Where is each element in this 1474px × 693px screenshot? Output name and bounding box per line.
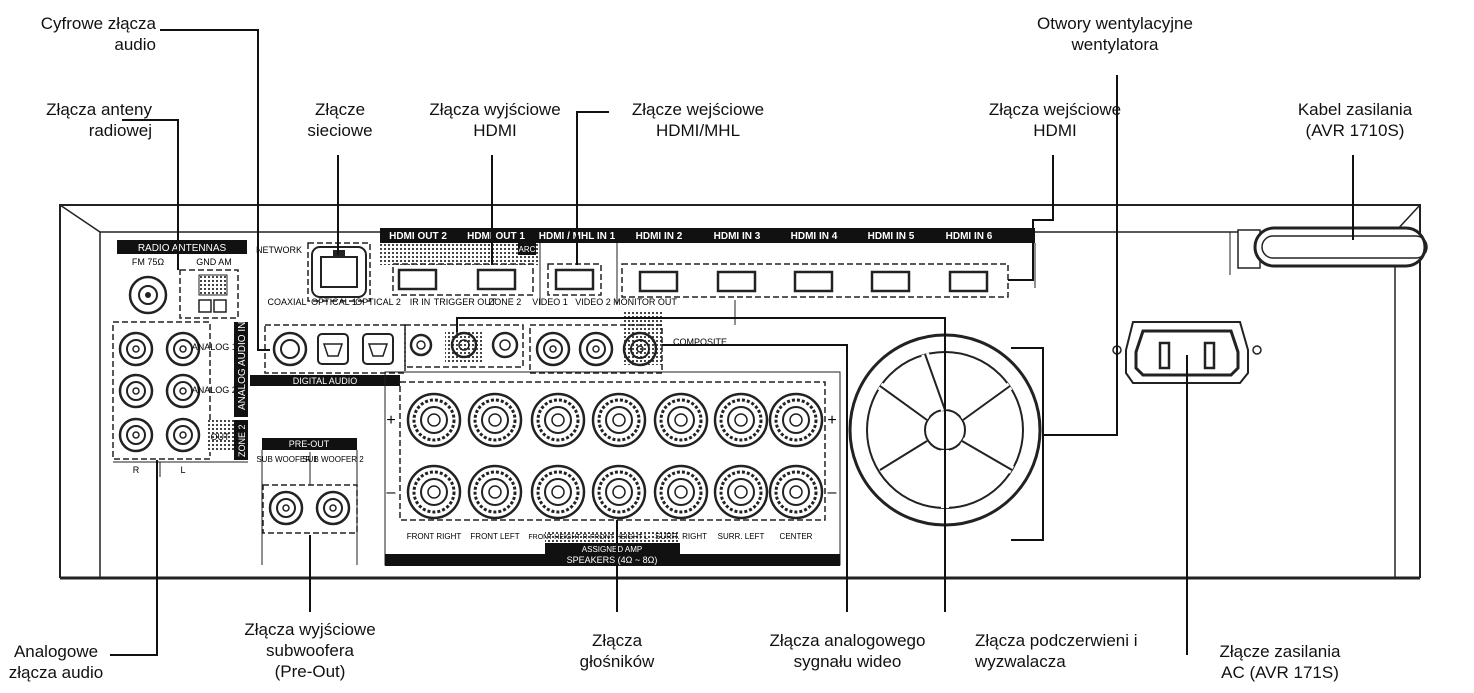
hdmi-in3-label: HDMI IN 3	[714, 231, 761, 242]
optical2-label: OPTICAL 2	[355, 297, 401, 307]
leader-lines	[110, 29, 1354, 656]
zone2-label: ZONE 2	[489, 297, 522, 307]
composite-label: COMPOSITE	[673, 337, 727, 347]
video2-label: VIDEO 2	[575, 297, 611, 307]
speaker-label-surr-right: SURR. RIGHT	[655, 532, 707, 541]
hdmi-out-ports	[392, 263, 534, 296]
ac-power-inlet	[1112, 321, 1262, 384]
speaker-post-1-minus	[406, 464, 462, 520]
speaker-post-4-minus	[591, 464, 647, 520]
chassis	[59, 204, 1421, 580]
trigger-label: TRIGGER OUT	[434, 297, 497, 307]
speaker-label-front-left: FRONT LEFT	[470, 532, 519, 541]
callout-hdmi-mhl-in: Złącze wejściowe HDMI/MHL	[631, 100, 765, 140]
sub1-label: SUB WOOFER 1	[256, 455, 318, 464]
speaker-terminals: + – + – FRONT RIGHT FRONT LEFT FRONT HEI…	[384, 371, 841, 566]
callout-hdmi-in: Złącza wejściowe HDMI	[988, 100, 1122, 140]
ir-in-label: IR IN	[410, 297, 431, 307]
speaker-label-front-right: FRONT RIGHT	[407, 532, 462, 541]
hdmi-out2-label: HDMI OUT 2	[389, 231, 447, 242]
hdmi-in5-label: HDMI IN 5	[868, 231, 915, 242]
speaker-label-front-height-r: FRONT HEIGHT R	[528, 534, 587, 541]
analog1-label: ANALOG 1 IN	[192, 342, 249, 352]
speaker-posts	[406, 392, 824, 520]
speakers-label: SPEAKERS (4Ω ~ 8Ω)	[567, 555, 658, 565]
minus-right-label: –	[828, 484, 837, 501]
digital-audio-label: DIGITAL AUDIO	[293, 376, 358, 386]
callout-subwoofer-out: Złącza wyjściowe subwoofera (Pre-Out)	[244, 620, 376, 681]
digital-audio-section: COAXIAL OPTICAL 1 OPTICAL 2 DIGITAL AUDI…	[250, 297, 406, 386]
optical1-label: OPTICAL 1	[311, 297, 357, 307]
callout-network: Złącze sieciowe	[307, 100, 373, 140]
speaker-label-surr-left: SURR. LEFT	[718, 532, 765, 541]
callout-fan-vents: Otwory wentylacyjne wentylatora	[1037, 14, 1193, 54]
speaker-post-2-minus	[467, 464, 523, 520]
hdmi-ports	[392, 243, 1009, 305]
speaker-label-front-height-l: FRONT HEIGHT L	[590, 534, 648, 541]
l-label: L	[180, 465, 185, 475]
network-port: NETWORK	[256, 242, 371, 302]
radio-antennas-label: RADIO ANTENNAS	[138, 243, 227, 254]
callout-analog-video: Złącza analogowego sygnału wideo	[769, 631, 926, 671]
callout-analog-audio: Analogowe złącza audio	[8, 642, 104, 682]
speaker-post-6-plus	[713, 392, 769, 448]
hdmi-mhl-in1-port	[547, 263, 602, 296]
speaker-post-7-plus	[768, 392, 824, 448]
callout-radio-antenna: Złącza anteny radiowej	[46, 100, 152, 140]
analog2-label: ANALOG 2 IN	[192, 385, 249, 395]
callout-speakers: Złącza głośników	[579, 631, 655, 671]
plus-left-label: +	[386, 412, 395, 429]
pre-out-label: PRE-OUT	[289, 439, 330, 449]
callout-digital-audio: Cyfrowe złącza audio	[40, 14, 156, 54]
speaker-post-5-minus	[653, 464, 709, 520]
monitor-out-label: MONITOR OUT	[613, 297, 677, 307]
hdmi-out1-label: HDMI OUT 1	[467, 231, 525, 242]
plus-right-label: +	[827, 412, 836, 429]
arc-label: ARC	[519, 245, 536, 254]
r-label: R	[133, 465, 140, 475]
callout-power-cable: Kabel zasilania (AVR 1710S)	[1297, 100, 1413, 140]
speaker-post-7-minus	[768, 464, 824, 520]
callout-ac-power: Złącze zasilania AC (AVR 171S)	[1219, 642, 1341, 682]
hdmi-in2-label: HDMI IN 2	[636, 231, 683, 242]
out-label: OUT	[211, 432, 231, 442]
coaxial-label: COAXIAL	[267, 297, 306, 307]
pre-out-section: PRE-OUT SUB WOOFER 1 SUB WOOFER 2	[256, 438, 364, 565]
power-cable	[1237, 226, 1428, 269]
speaker-post-1-plus	[406, 392, 462, 448]
analog-audio-section: ANALOG 1 IN ANALOG 2 IN OUT ANALOG AUDIO…	[112, 321, 249, 477]
sub2-label: SUB WOOFER 2	[302, 455, 364, 464]
hdmi-in6-label: HDMI IN 6	[946, 231, 993, 242]
analog-audio-in-label: ANALOG AUDIO IN	[237, 322, 248, 410]
hdmi-in-ports	[621, 263, 1009, 298]
callout-ir-trigger: Złącza podczerwieni i wyzwalacza	[975, 631, 1138, 671]
speaker-post-3-minus	[530, 464, 586, 520]
assigned-amp-label: ASSIGNED AMP	[582, 545, 642, 554]
hdmi-in4-label: HDMI IN 4	[791, 231, 838, 242]
speaker-post-6-minus	[713, 464, 769, 520]
zone2-side-label: ZONE 2	[237, 424, 247, 457]
fm-label: FM 75Ω	[132, 257, 165, 267]
speaker-post-4-plus	[591, 392, 647, 448]
speaker-post-5-plus	[653, 392, 709, 448]
callout-hdmi-out: Złącza wyjściowe HDMI	[429, 100, 561, 140]
network-label: NETWORK	[256, 245, 302, 255]
io-jacks-section: IR IN TRIGGER OUT ZONE 2 VIDEO 1 VIDEO 2…	[404, 297, 736, 374]
video1-label: VIDEO 1	[532, 297, 568, 307]
radio-antenna-section: RADIO ANTENNAS FM 75Ω GND AM	[117, 240, 247, 319]
gnd-am-label: GND AM	[196, 257, 232, 267]
speaker-post-2-plus	[467, 392, 523, 448]
speaker-post-3-plus	[530, 392, 586, 448]
speaker-label-center: CENTER	[780, 532, 813, 541]
minus-left-label: –	[387, 484, 396, 501]
